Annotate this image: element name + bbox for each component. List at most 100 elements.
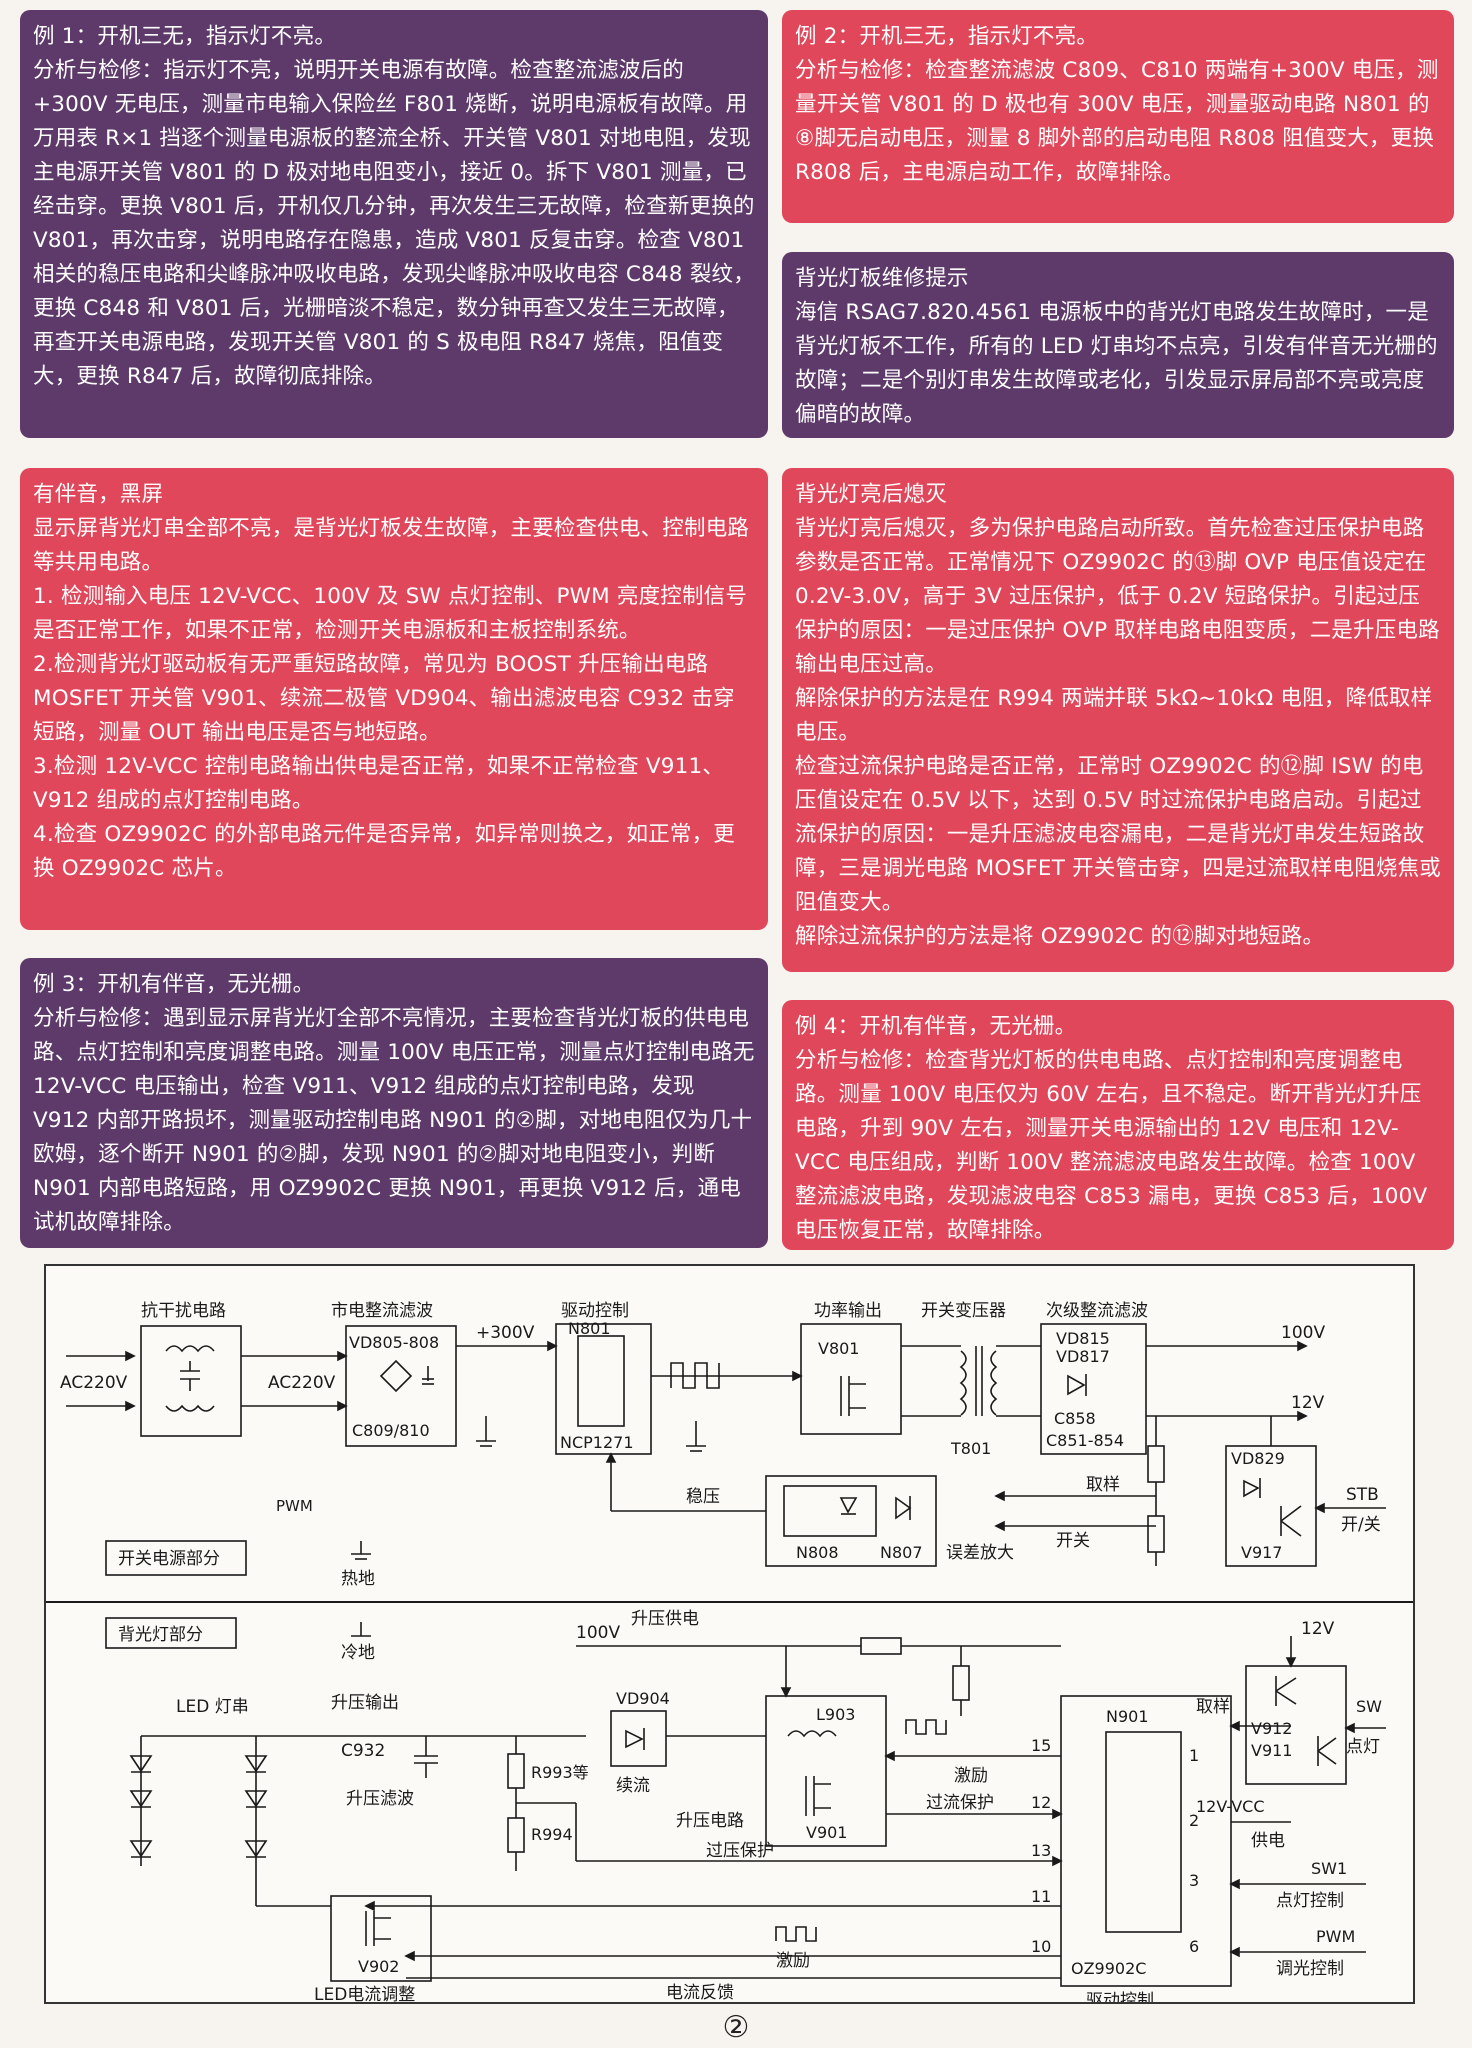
- vd805-label: VD805-808: [349, 1333, 439, 1352]
- boost-circuit-label: 升压电路: [676, 1811, 744, 1831]
- v911-label: V911: [1251, 1741, 1292, 1760]
- v902-block: [330, 1895, 432, 1982]
- regulate-label: 稳压: [686, 1487, 720, 1507]
- optocoupler-block: [765, 1475, 937, 1567]
- excite-1-label: 激励: [954, 1766, 988, 1786]
- n901-chip: [1060, 1695, 1232, 1987]
- n807-label: N807: [880, 1543, 923, 1562]
- circuit-diagram: AC220V 抗干扰电路 AC220V 市电整流滤波 VD805-808 C80…: [44, 1264, 1415, 2011]
- emi-label: 抗干扰电路: [141, 1301, 226, 1321]
- light-label: 点灯: [1346, 1737, 1380, 1757]
- black-screen-p2: 1. 检测输入电压 12V-VCC、100V 及 SW 点灯控制、PWM 亮度控…: [33, 584, 748, 643]
- cold-ground-label: 冷地: [341, 1643, 375, 1663]
- out-100v-label: 100V: [1281, 1323, 1325, 1343]
- v801-label: V801: [818, 1339, 859, 1358]
- example-3-body: 分析与检修：遇到显示屏背光灯全部不亮情况，主要检查背光灯板的供电电路、点灯控制和…: [33, 1006, 755, 1235]
- ocp-label: 过流保护: [926, 1793, 994, 1813]
- backlight-tip-body: 海信 RSAG7.820.4561 电源板中的背光灯电路发生故障时，一是背光灯板…: [795, 300, 1438, 427]
- backlight-off-p1: 背光灯亮后熄灭，多为保护电路启动所致。首先检查过压保护电路参数是否正常。正常情况…: [795, 516, 1440, 677]
- pin-15-label: 15: [1031, 1736, 1051, 1755]
- ac-mid-label: AC220V: [268, 1373, 336, 1393]
- bl-100v-label: 100V: [576, 1623, 620, 1643]
- backlight-off-p3: 检查过流保护电路是否正常，正常时 OZ9902C 的⑫脚 ISW 的电压值设定在…: [795, 754, 1441, 915]
- led-string-label: LED 灯串: [176, 1697, 249, 1717]
- vd815-label: VD815: [1056, 1329, 1110, 1348]
- v902-label: V902: [358, 1957, 399, 1976]
- excite-2-label: 激励: [776, 1951, 810, 1971]
- circuit-diagram-svg: AC220V 抗干扰电路 AC220V 市电整流滤波 VD805-808 C80…: [46, 1301, 1413, 2011]
- secondary-label: 次级整流滤波: [1046, 1301, 1148, 1321]
- pin-10-label: 10: [1031, 1937, 1051, 1956]
- backlight-off-title: 背光灯亮后熄灭: [795, 482, 947, 507]
- boost-block: [765, 1695, 887, 1847]
- onoff-label: 开/关: [1341, 1515, 1381, 1535]
- example-4-box: 例 4：开机有伴音，无光栅。 分析与检修：检查背光灯板的供电电路、点灯控制和亮度…: [782, 1000, 1454, 1250]
- freewheel-label: 续流: [616, 1776, 650, 1796]
- c932-label: C932: [341, 1741, 385, 1761]
- power-output-label: 功率输出: [814, 1301, 882, 1321]
- bl-12v-label: 12V: [1301, 1619, 1335, 1639]
- psu-section-tag: [105, 1540, 247, 1576]
- switch-label: 开关: [1056, 1531, 1090, 1551]
- pin-2-label: 2: [1189, 1811, 1199, 1830]
- n901-label: N901: [1106, 1707, 1149, 1726]
- boost-filter-label: 升压滤波: [346, 1789, 414, 1809]
- c851-label: C851-854: [1046, 1431, 1124, 1450]
- n801-block: [555, 1323, 652, 1455]
- ac-input-label: AC220V: [60, 1373, 128, 1393]
- oz9902c-label: OZ9902C: [1071, 1959, 1146, 1978]
- c858-label: C858: [1054, 1409, 1096, 1428]
- hot-ground-label: 热地: [341, 1569, 375, 1589]
- backlight-off-box: 背光灯亮后熄灭 背光灯亮后熄灭，多为保护电路启动所致。首先检查过压保护电路参数是…: [782, 468, 1454, 972]
- example-4-title: 例 4：开机有伴音，无光栅。: [795, 1014, 1077, 1039]
- boost-supply-label: 升压供电: [631, 1609, 699, 1629]
- backlight-off-p4: 解除过流保护的方法是将 OZ9902C 的⑫脚对地短路。: [795, 924, 1325, 949]
- v300-label: +300V: [476, 1323, 535, 1343]
- vd904-block: [610, 1710, 667, 1767]
- vd817-label: VD817: [1056, 1347, 1110, 1366]
- secondary-rectifier-block: [1040, 1323, 1147, 1455]
- drive-label: 驱动控制: [561, 1301, 629, 1321]
- vcc-label: 12V-VCC: [1196, 1797, 1265, 1816]
- pwm-psu-label: PWM: [276, 1497, 313, 1515]
- example-1-title: 例 1：开机三无，指示灯不亮。: [33, 24, 337, 49]
- led-string-left: [129, 1736, 153, 1866]
- pin-6-label: 6: [1189, 1937, 1199, 1956]
- v801-block: [800, 1323, 902, 1435]
- black-screen-box: 有伴音，黑屏 显示屏背光灯串全部不亮，是背光灯板发生故障，主要检查供电、控制电路…: [20, 468, 768, 930]
- example-1-body: 分析与检修：指示灯不亮，说明开关电源有故障。检查整流滤波后的+300V 无电压，…: [33, 58, 755, 389]
- pin-3-label: 3: [1189, 1871, 1199, 1890]
- black-screen-p3: 2.检测背光灯驱动板有无严重短路故障，常见为 BOOST 升压输出电路 MOSF…: [33, 652, 735, 745]
- drive-ctrl-label: 驱动控制: [1086, 1991, 1154, 2002]
- ncp1271-label: NCP1271: [560, 1433, 634, 1452]
- l903-label: L903: [816, 1705, 855, 1724]
- rectifier-label: 市电整流滤波: [331, 1301, 433, 1321]
- v912-label: V912: [1251, 1719, 1292, 1738]
- v901-label: V901: [806, 1823, 847, 1842]
- black-screen-p1: 显示屏背光灯串全部不亮，是背光灯板发生故障，主要检查供电、控制电路等共用电路。: [33, 516, 750, 575]
- n801-label: N801: [568, 1319, 611, 1338]
- boost-output-label: 升压输出: [331, 1693, 399, 1713]
- vd829-label: VD829: [1231, 1449, 1285, 1468]
- psu-section-label: 开关电源部分: [118, 1549, 220, 1569]
- black-screen-p4: 3.检测 12V-VCC 控制电路输出供电是否正常，如果不正常检查 V911、V…: [33, 754, 725, 813]
- power-label: 供电: [1251, 1831, 1285, 1851]
- pin-12-label: 12: [1031, 1793, 1051, 1812]
- ovp-label: 过压保护: [706, 1841, 774, 1861]
- bl-section-label: 背光灯部分: [118, 1625, 203, 1645]
- led-adjust-label: LED电流调整: [314, 1985, 415, 2002]
- pin-1-label: 1: [1189, 1746, 1199, 1765]
- sw-label: SW: [1356, 1697, 1382, 1716]
- sample-label: 取样: [1086, 1475, 1120, 1495]
- stb-label: STB: [1346, 1485, 1379, 1505]
- backlight-tip-box: 背光灯板维修提示 海信 RSAG7.820.4561 电源板中的背光灯电路发生故…: [782, 252, 1454, 438]
- bl-section-tag: [105, 1617, 237, 1649]
- backlight-off-p2: 解除保护的方法是在 R994 两端并联 5kΩ~10kΩ 电阻，降低取样电压。: [795, 686, 1433, 745]
- example-4-body: 分析与检修：检查背光灯板的供电电路、点灯控制和亮度调整电路。测量 100V 电压…: [795, 1048, 1428, 1243]
- light-ctrl-label: 点灯控制: [1276, 1891, 1344, 1911]
- example-3-title: 例 3：开机有伴音，无光栅。: [33, 972, 315, 997]
- figure-number: ②: [722, 2010, 750, 2045]
- black-screen-p5: 4.检查 OZ9902C 的外部电路元件是否异常，如异常则换之，如正常，更换 O…: [33, 822, 735, 881]
- n808-label: N808: [796, 1543, 839, 1562]
- pin-13-label: 13: [1031, 1841, 1051, 1860]
